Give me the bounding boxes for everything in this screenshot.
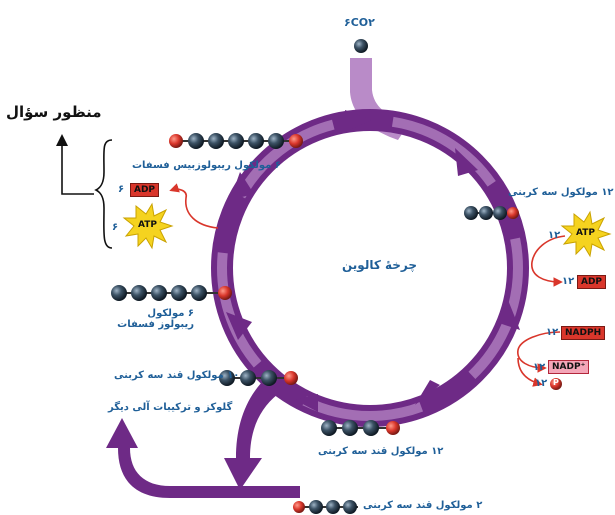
glucose-label: گلوکز و ترکیبات آلی دیگر (108, 402, 233, 413)
phosphate-ball (169, 134, 183, 148)
adp-count-right: ۱۲ (562, 276, 575, 287)
co2-label: ۶CO۲ (344, 16, 375, 29)
glucose-band (106, 418, 300, 498)
carbon-ball (151, 285, 167, 301)
phosphate-release-arrow (517, 357, 543, 387)
cycle-arrowhead-left (230, 172, 254, 200)
three-carbon-12-label: ۱۲ مولکول سه کربنی (508, 187, 614, 198)
three-carbon-molecule-right (464, 206, 519, 220)
sugar-12-label: ۱۲ مولکول قند سه کربنی (318, 446, 444, 457)
carbon-ball (268, 133, 284, 149)
carbon-ball (111, 285, 127, 301)
sugar-10-molecule (219, 370, 298, 386)
phosphate-ball-released (550, 378, 562, 390)
nadph-arrow (517, 331, 561, 373)
cycle-arrowhead-upper-right (455, 148, 478, 176)
cycle-arrowhead-bottom (295, 394, 318, 412)
carbon-ball (321, 420, 337, 436)
carbon-ball (191, 285, 207, 301)
nadp-box: NADP⁺ (548, 360, 590, 374)
carbon-ball (248, 133, 264, 149)
carbon-ball (208, 133, 224, 149)
ribulose-phosphate-molecule (111, 285, 232, 301)
nadp-count: ۱۲ (533, 362, 546, 373)
atp-count-left: ۶ (112, 222, 119, 233)
phosphate-count: ۱۲ (535, 378, 548, 389)
atp-text-right: ATP (576, 228, 596, 238)
phosphate-ball (507, 207, 519, 219)
atp-adp-arrow-right (531, 235, 566, 287)
cycle-arrowhead-lower-right (415, 380, 440, 405)
exit-band (224, 382, 278, 490)
atp-star-right (560, 210, 612, 258)
ribulose-bisphosphate-label: ۶ مولکول ریبولوزبیس فسفات (132, 160, 281, 171)
question-label: منظور سؤال (6, 103, 102, 121)
atp-text-left: ATP (138, 220, 158, 230)
carbon-ball (464, 206, 478, 220)
cycle-name: چرخهٔ کالوین (342, 258, 418, 272)
sugar-10-label: ۱۰ مولکول قند سه کربنی (114, 370, 240, 381)
carbon-ball (309, 500, 323, 514)
cycle-arrowhead-right (496, 300, 520, 330)
nadph-count: ۱۲ (546, 327, 559, 338)
phosphate-ball (218, 286, 232, 300)
phosphate-ball (284, 371, 298, 385)
carbon-ball (188, 133, 204, 149)
carbon-ball (343, 500, 357, 514)
sugar-2-molecule (293, 500, 358, 514)
ribulose-phosphate-label: ۶ مولکول ریبولوز فسفات (117, 308, 194, 330)
carbon-ball (363, 420, 379, 436)
question-arrow-head (56, 134, 68, 146)
ribulose-bisphosphate-molecule (169, 133, 303, 149)
phosphate-ball (386, 421, 400, 435)
carbon-ball (240, 370, 256, 386)
phosphate-ball (289, 134, 303, 148)
carbon-ball (171, 285, 187, 301)
phosphate-ball (293, 501, 305, 513)
sugar-2-label: ۲ مولکول قند سه کربنی (363, 500, 483, 511)
carbon-ball (228, 133, 244, 149)
cycle-arrowhead-lower-left (226, 312, 252, 340)
atp-count-right: ۱۲ (548, 230, 561, 241)
adp-box-left: ADP (130, 183, 160, 197)
co2-carbon-ball (354, 39, 368, 53)
phosphate-symbol: P (553, 378, 559, 387)
nadph-box: NADPH (561, 326, 606, 340)
cycle-ring-highlight (217, 115, 523, 421)
carbon-ball (479, 206, 493, 220)
carbon-ball (261, 370, 277, 386)
carbon-ball (342, 420, 358, 436)
question-arrow (61, 142, 94, 195)
carbon-ball (219, 370, 235, 386)
question-bracket (94, 139, 113, 249)
atp-adp-arrow-left (169, 183, 219, 229)
cycle-arrowhead-top (345, 110, 372, 132)
carbon-ball (131, 285, 147, 301)
adp-box-right: ADP (577, 275, 607, 289)
carbon-ball (326, 500, 340, 514)
adp-count-left: ۶ (118, 184, 125, 195)
carbon-ball (493, 206, 507, 220)
atp-star-left (122, 202, 174, 250)
sugar-12-molecule (321, 420, 400, 436)
